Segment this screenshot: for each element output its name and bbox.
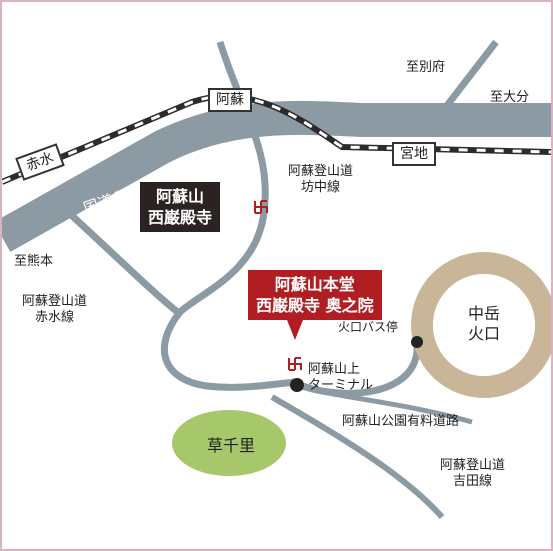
nakadake-crater-center: [433, 274, 535, 376]
nakadake-crater-ring: [411, 252, 551, 398]
manji-icon: [254, 200, 268, 214]
bus-stop-icon[interactable]: [290, 378, 304, 392]
label-to-beppu: 至別府: [406, 60, 446, 75]
label-crater-bus-stop: 火口バス停: [338, 320, 399, 334]
road-yoshida-line: [270, 394, 445, 519]
station-miyaji[interactable]: 宮地: [392, 142, 436, 166]
label-terminal: 阿蘇山上ターミナル: [308, 362, 374, 394]
road-toll: [298, 383, 473, 425]
route57-band: [2, 100, 551, 252]
label-to-oita: 至大分: [490, 90, 530, 105]
temple-saiganden[interactable]: 阿蘇山西巌殿寺: [140, 182, 221, 232]
nakadake-label: 中岳火口: [468, 304, 501, 343]
label-yoshida-line: 阿蘇登山道吉田線: [440, 458, 506, 490]
label-bochu-line: 阿蘇登山道坊中線: [288, 164, 354, 196]
road-akamizu-line: [54, 199, 183, 317]
label-to-kumamoto: 至熊本: [14, 254, 54, 269]
kusasenri-area: [172, 410, 286, 476]
bus-stop-icon[interactable]: [411, 336, 423, 348]
temple-okunoin[interactable]: 阿蘇山本堂西巌殿寺 奥之院: [248, 270, 382, 320]
kusasenri-label: 草千里: [207, 436, 256, 455]
manji-icon: [288, 357, 302, 371]
railway: [2, 93, 551, 185]
label-toll-road: 阿蘇山公園有料道路: [342, 414, 460, 429]
road-to-beppu: [439, 39, 499, 115]
okunoin-pointer: [287, 320, 303, 340]
label-akamizu-line: 阿蘇登山道赤水線: [22, 294, 88, 326]
road-bochu-line: [161, 40, 298, 391]
station-aso[interactable]: 阿蘇: [208, 88, 252, 112]
